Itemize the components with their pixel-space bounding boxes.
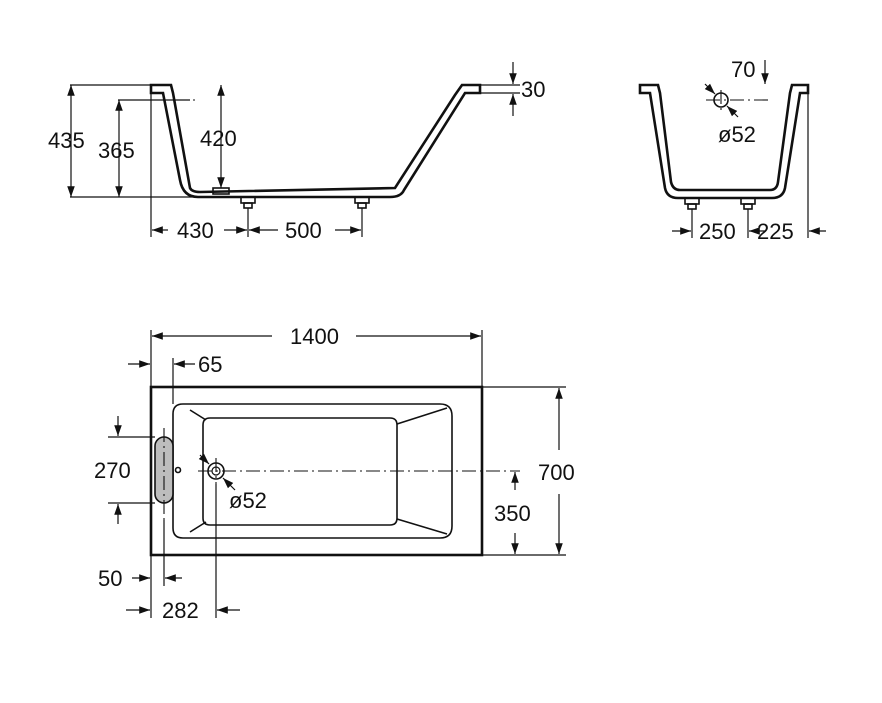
dim-height-inner: 365 (98, 138, 135, 163)
dim-handle-offset: 50 (98, 566, 122, 591)
dim-overflow-diameter: ø52 (718, 122, 756, 147)
dim-overflow-offset: 70 (731, 57, 755, 82)
dim-rim: 30 (521, 77, 545, 102)
dim-end-foot-spacing: 250 (699, 219, 736, 244)
dim-foot-offset: 430 (177, 218, 214, 243)
side-view: 435 365 420 30 430 500 (48, 62, 545, 243)
dim-height-total: 435 (48, 128, 85, 153)
end-tub-profile (638, 83, 810, 200)
plan-view: ø52 1400 65 270 700 350 50 (94, 324, 575, 623)
dim-length: 1400 (290, 324, 339, 349)
plan-overflow-dot (174, 466, 182, 474)
dim-handle-height: 270 (94, 458, 131, 483)
dim-rim-offset: 65 (198, 352, 222, 377)
end-view: ø52 70 250 225 (638, 57, 826, 244)
dim-foot-spacing: 500 (285, 218, 322, 243)
end-feet (684, 197, 756, 210)
dim-width: 700 (538, 460, 575, 485)
side-tub-profile (149, 83, 482, 199)
dim-drain-center-y: 350 (494, 501, 531, 526)
dim-depth: 420 (200, 126, 237, 151)
dim-drain-diameter: ø52 (229, 488, 267, 513)
dim-drain-center-x: 282 (162, 598, 199, 623)
plan-basin-floor (202, 417, 398, 526)
plan-basin-outline (172, 403, 453, 539)
dim-end-foot-offset: 225 (757, 219, 794, 244)
